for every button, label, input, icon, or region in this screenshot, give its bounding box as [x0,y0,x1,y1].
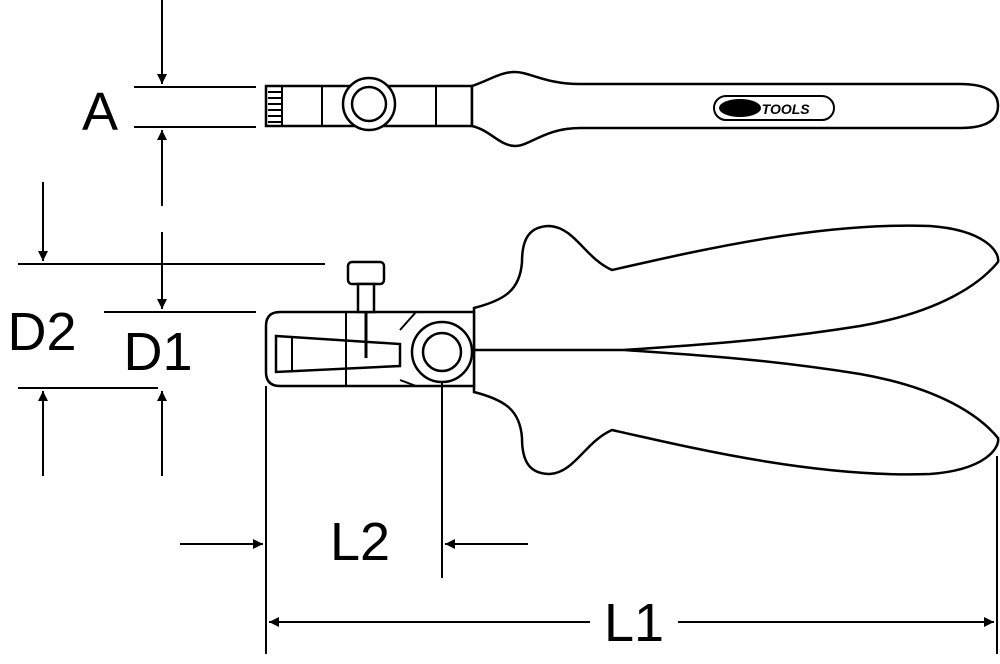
adjust-screw-shaft [356,282,376,314]
stripper-blade [274,334,402,374]
plier-front-view [264,224,1000,476]
pivot-front-inner [421,331,463,373]
dimension-lines [18,0,998,654]
handle-front [472,224,1000,476]
pivot-bolt-outer [341,76,397,132]
label-D2: D2 [7,302,76,362]
label-D1: D1 [123,322,192,382]
label-A: A [82,82,118,142]
pivot-bolt-inner [350,85,388,123]
label-L2: L2 [330,512,390,572]
label-L1: L1 [604,593,664,653]
plier-top-view [264,70,1000,148]
brand-logo: KS TOOLS [713,95,835,121]
jaw-tip-serration [268,86,283,126]
adjust-screw-head [346,260,386,286]
pivot-front-outer [410,320,474,384]
brand-logo-text: KS TOOLS [738,101,810,117]
